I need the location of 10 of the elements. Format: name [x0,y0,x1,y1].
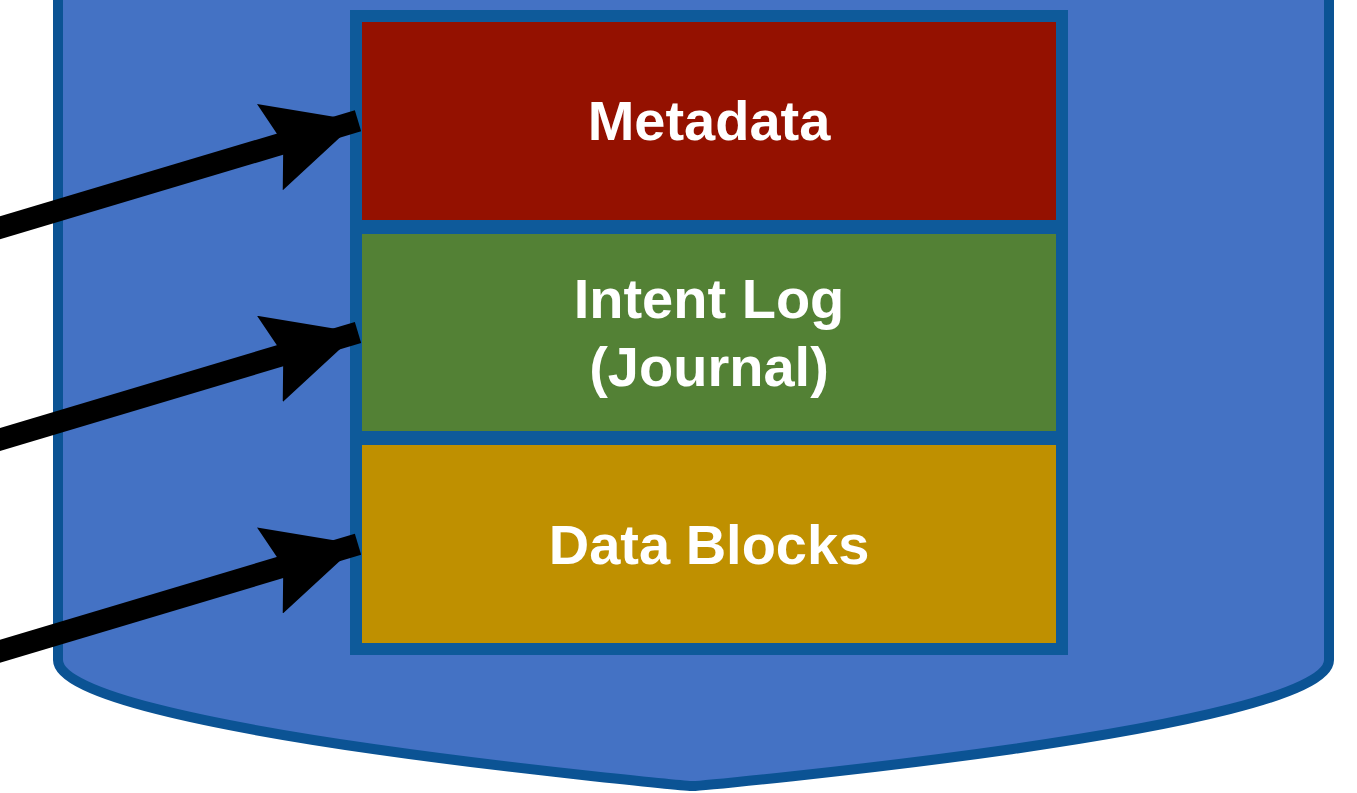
layer-label: Data Blocks [548,511,870,578]
layer-box [362,22,1056,220]
arrow [0,315,362,454]
arrow [0,104,362,242]
layer-box [362,445,1056,643]
layer-box [362,233,1056,432]
arrow [0,527,362,665]
layer-label: Metadata [587,88,831,155]
frame-box [350,10,1068,655]
layer-label: Intent Log (Journal) [572,266,846,400]
